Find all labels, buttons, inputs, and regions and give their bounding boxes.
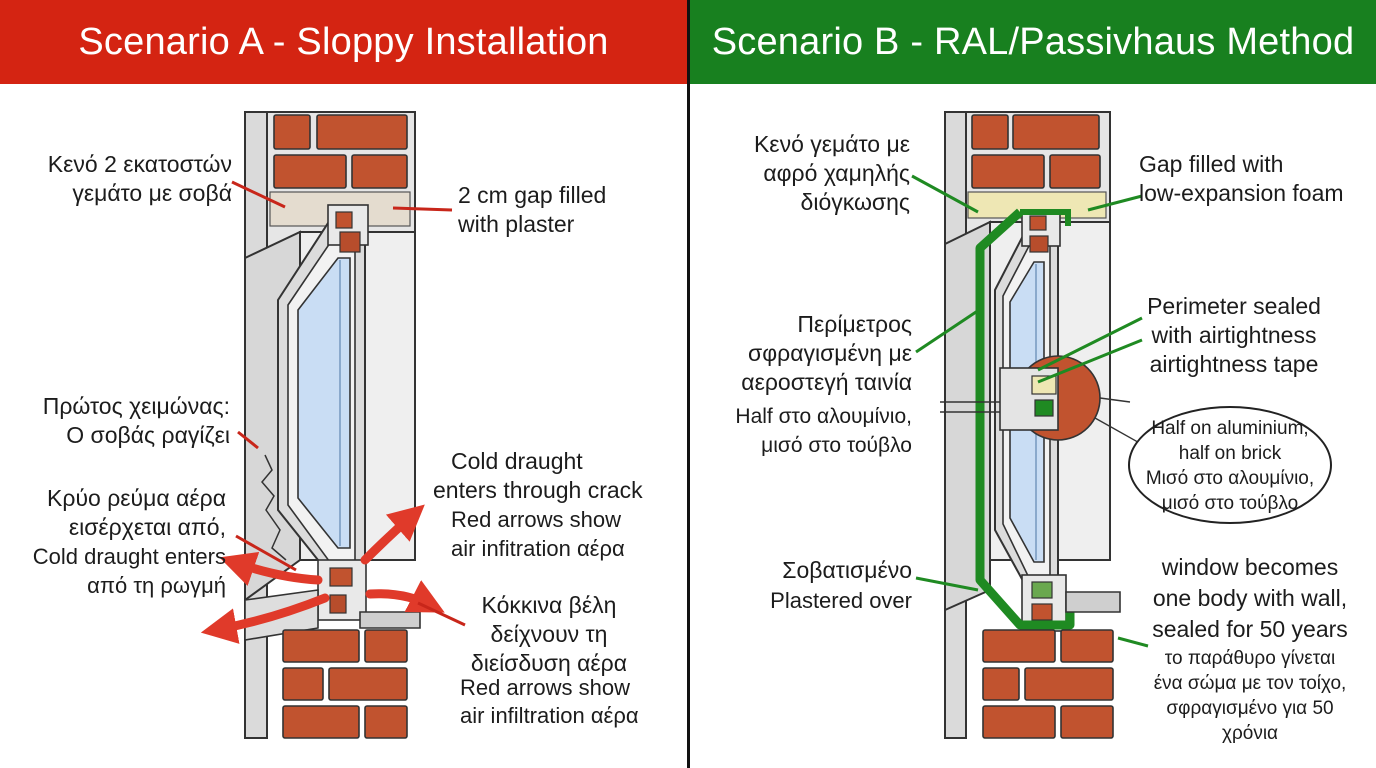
scenario-b-title: Scenario B - RAL/Passivhaus Method — [711, 20, 1355, 63]
upper-bricks — [971, 114, 1101, 189]
lower-bricks — [282, 629, 408, 739]
label-line: sealed for 50 years — [1152, 616, 1348, 642]
label-line: Κενό γεμάτο με — [753, 131, 910, 157]
detail-callout-bubble — [1128, 406, 1332, 524]
label-line: with plaster — [458, 211, 575, 237]
scenario-b-diagram — [911, 111, 1153, 739]
label-gap-english: 2 cm gap filled with plaster — [458, 181, 606, 239]
scenario-a-diagram — [200, 111, 466, 739]
label-plastered-greek: Σοβατισμένο — [700, 556, 912, 585]
label-line: air infiltration αέρα — [460, 703, 639, 728]
label-line: air infitration αέρα — [451, 536, 625, 561]
label-red-arrows-greek: Κόκκινα βέλη δείχνουν τη διείσδυση αέρα — [446, 591, 652, 678]
air-infiltration-arrows — [200, 504, 445, 644]
label-line: window becomes — [1161, 554, 1339, 580]
label-line: αεροστεγή ταινία — [741, 369, 912, 395]
scenario-b-header: Scenario B - RAL/Passivhaus Method — [690, 0, 1376, 84]
label-line: μισό στο τούβλο — [1161, 493, 1299, 514]
label-line: σφραγισμένη με — [748, 340, 912, 366]
label-perimeter-english: Perimeter sealed with airtightness airti… — [1136, 292, 1332, 379]
label-foam-greek: Κενό γεμάτο με αφρό χαμηλής διόγκωσης — [710, 130, 910, 217]
label-line: Περίμετρος — [797, 311, 912, 337]
label-line: διείσδυση αέρα — [470, 650, 628, 676]
label-one-body-greek: το παράθυρο γίνεται ένα σώμα με τον τοίχ… — [1130, 646, 1370, 746]
label-cold-draught-greek: Κρύο ρεύμα αέρα εισέρχεται από, — [4, 484, 226, 542]
label-plastered-english: Plastered over — [700, 586, 912, 615]
label-one-body-english: window becomes one body with wall, seale… — [1136, 552, 1364, 645]
label-bubble-text: Half on aluminium, half on brick Μισό στ… — [1128, 416, 1332, 516]
label-line: Plastered over — [770, 588, 912, 613]
label-line: Red arrows show — [451, 507, 621, 532]
plaster-crack — [261, 454, 287, 561]
label-line: μισό στο τούβλο — [761, 434, 912, 457]
label-perimeter-greek: Περίμετρος σφραγισμένη με αεροστεγή ταιν… — [700, 310, 912, 397]
label-cold-draught-english: Cold draught enters through crack Red ar… — [433, 447, 673, 563]
label-red-arrows-english: Red arrows show air infiltration αέρα — [460, 674, 639, 730]
label-gap-greek: Κενό 2 εκατοστών γεμάτο με σοβά — [20, 150, 232, 208]
label-line: Κόκκινα βέλη — [481, 592, 617, 618]
label-cold-draught-mixed: Cold draught enters από τη ρωγμή — [4, 542, 226, 600]
label-line: Half on aluminium, — [1151, 418, 1309, 439]
label-line: Πρώτος χειμώνας: — [42, 393, 230, 419]
label-half-greek: Half στο αλουμίνιο, μισό στο τούβλο — [700, 402, 912, 460]
label-line: αφρό χαμηλής — [763, 160, 910, 186]
label-line: Perimeter sealed — [1147, 293, 1321, 319]
label-line: with airtightness — [1151, 322, 1317, 348]
label-line: το παράθυρο γίνεται — [1164, 648, 1336, 669]
scenario-a-panel: Scenario A - Sloppy Installation — [0, 0, 687, 768]
label-line: ένα σώμα με τον τοίχο, — [1153, 673, 1347, 694]
window-sill — [359, 611, 421, 629]
label-foam-english: Gap filled with low-expansion foam — [1139, 150, 1344, 208]
label-line: γεμάτο με σοβά — [72, 180, 232, 206]
upper-bricks — [273, 114, 408, 189]
window-frame — [277, 204, 369, 621]
label-line: διόγκωσης — [800, 189, 910, 215]
lower-bricks — [982, 629, 1114, 739]
label-line: Κρύο ρεύμα αέρα — [47, 485, 226, 511]
label-line: σφραγισμένο για 50 — [1166, 698, 1334, 719]
label-line: Red arrows show — [460, 675, 630, 700]
label-line: one body with wall, — [1152, 585, 1348, 611]
label-line: Μισό στο αλουμίνιο, — [1145, 468, 1315, 489]
label-line: δείχνουν τη — [490, 621, 608, 647]
label-line: Half στο αλουμίνιο, — [735, 405, 912, 428]
glass-pane — [297, 257, 351, 549]
airtight-tape — [975, 208, 1075, 630]
label-line: χρόνια — [1221, 723, 1279, 744]
label-line: low-expansion foam — [1139, 180, 1344, 206]
label-line: airtightness tape — [1149, 351, 1319, 377]
panel-divider — [687, 0, 690, 768]
label-line: 2 cm gap filled — [458, 182, 607, 208]
label-line: Gap filled with — [1139, 151, 1284, 177]
label-line: Κενό 2 εκατοστών — [47, 151, 232, 177]
label-first-winter: Πρώτος χειμώνας: Ο σοβάς ραγίζει — [10, 392, 230, 450]
label-line: από τη ρωγμή — [87, 573, 226, 598]
label-line: half on brick — [1178, 443, 1282, 464]
label-line: enters through crack — [433, 477, 643, 503]
leader-lines-a — [231, 180, 466, 627]
window-sill — [1065, 591, 1121, 613]
label-line: Σοβατισμένο — [782, 557, 912, 583]
scenario-a-header: Scenario A - Sloppy Installation — [0, 0, 687, 84]
label-line: Cold draught enters — [32, 544, 226, 569]
label-line: Cold draught — [451, 448, 583, 474]
leader-lines-b — [911, 174, 1149, 648]
scenario-b-panel: Scenario B - RAL/Passivhaus Method — [690, 0, 1376, 768]
label-line: εισέρχεται από, — [68, 514, 226, 540]
scenario-a-title: Scenario A - Sloppy Installation — [78, 20, 609, 63]
label-line: Ο σοβάς ραγίζει — [66, 422, 230, 448]
